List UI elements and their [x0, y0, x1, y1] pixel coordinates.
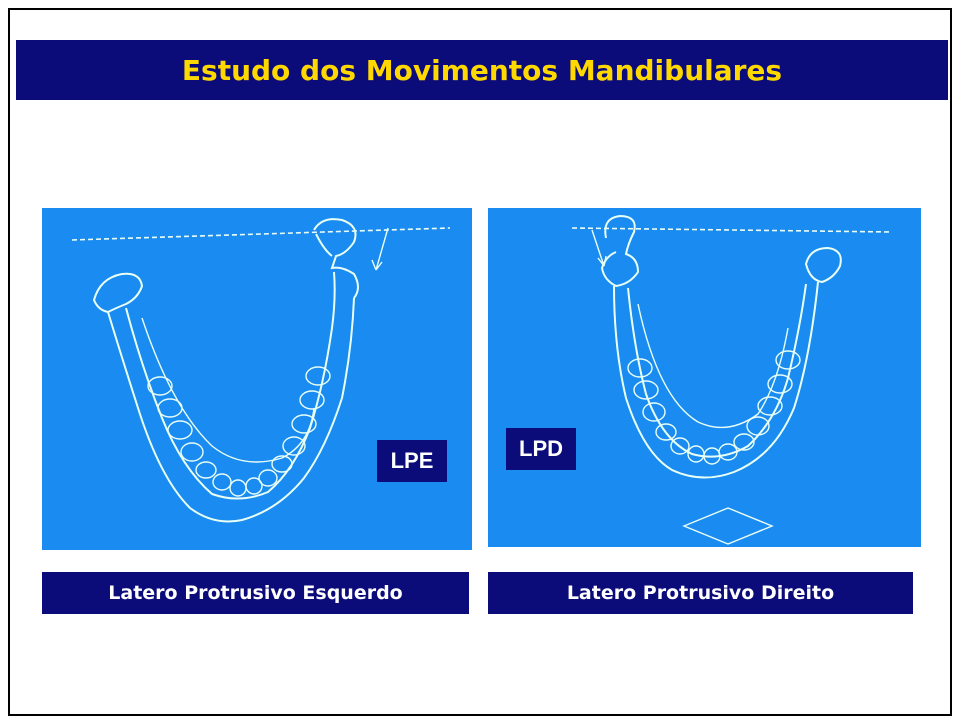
slide-title: Estudo dos Movimentos Mandibulares [181, 53, 783, 87]
mandible-image-right: LPD [488, 208, 921, 547]
mandible-drawing-left [71, 218, 451, 523]
slide: Estudo dos Movimentos Mandibulares [8, 8, 952, 716]
lpe-label: LPE [377, 440, 447, 482]
caption-left: Latero Protrusivo Esquerdo [42, 572, 469, 614]
title-bar: Estudo dos Movimentos Mandibulares [16, 40, 948, 100]
caption-right: Latero Protrusivo Direito [488, 572, 913, 614]
mandible-image-left: LPE [42, 208, 472, 550]
lpd-label: LPD [506, 428, 576, 470]
mandible-drawing-right [571, 214, 893, 545]
